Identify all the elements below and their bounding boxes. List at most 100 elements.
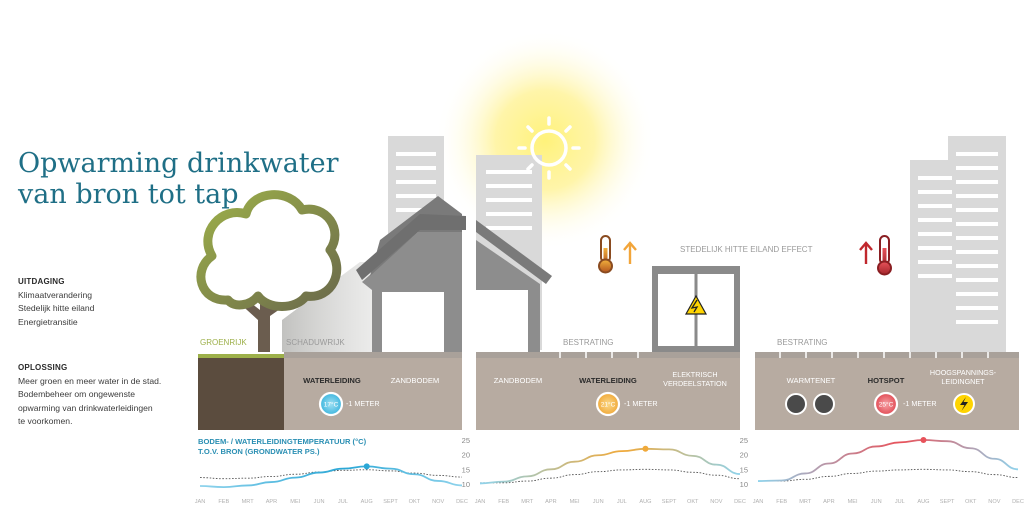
house-middle: [476, 220, 552, 352]
x-tick-label: FEB: [218, 499, 229, 505]
x-tick-label: JUL: [895, 499, 905, 505]
panel1-temp: 17°C: [324, 401, 339, 409]
challenge-item: Stedelijk hitte eiland: [18, 303, 95, 313]
x-tick-label: MRT: [521, 499, 534, 505]
series-line-main: [199, 465, 463, 489]
page-title: Opwarming drinkwater van bron tot tap: [18, 148, 339, 210]
series-line-reference: [480, 468, 741, 484]
y-tick-label: 10: [740, 480, 748, 489]
legend-line-1: BODEM- / WATERLEIDINGTEMPERATUUR (°C): [198, 437, 367, 446]
thermometer-icon-hot: [877, 235, 892, 276]
x-tick-label: MEI: [290, 499, 300, 505]
x-tick-label: AUG: [917, 499, 929, 505]
title-line-2: van bron tot tap: [18, 179, 239, 210]
temperature-chart-1: JAN FEB MRT APR MEI JUN JUL AUG SEPT OKT NOV DEC: [195, 463, 468, 505]
x-tick-label: FEB: [498, 499, 509, 505]
x-tick-label: OKT: [965, 499, 977, 505]
solution-block: OPLOSSING Meer groen en meer water in de…: [18, 361, 198, 429]
peak-marker: [363, 463, 370, 470]
x-tick-label: SEPT: [940, 499, 955, 505]
x-tick-label: JUN: [593, 499, 604, 505]
solution-line: opwarming van drinkwaterleidingen: [18, 402, 153, 413]
y-tick-label: 15: [740, 465, 748, 474]
lightning-bolt-icon: [953, 393, 975, 415]
arrow-up-icon-warm: [623, 241, 637, 264]
house-left: [356, 196, 466, 352]
challenge-block: UITDAGING Klimaatverandering Stedelijk h…: [18, 275, 94, 329]
x-tick-label: MEI: [570, 499, 580, 505]
x-tick-label: JUL: [617, 499, 627, 505]
panel3-label-warmtenet: WARMTENET: [787, 376, 836, 385]
x-tick-label: NOV: [988, 499, 1000, 505]
peak-marker: [642, 445, 649, 452]
panel3-label-hotspot: HOTSPOT: [868, 376, 905, 385]
ground-surface: [198, 352, 1019, 358]
x-tick-label: NOV: [710, 499, 722, 505]
pipe-temp-bulb-3: [873, 391, 899, 417]
tree-icon: [196, 190, 342, 352]
x-tick-label: NOV: [432, 499, 444, 505]
building-windows: [396, 152, 998, 324]
panel2-depth: -1 METER: [624, 399, 658, 408]
panel3-label-hoogspannings: HOOGSPANNINGS-: [930, 368, 997, 377]
x-tick-label: APR: [545, 499, 557, 505]
thermometer-icon-warm: [598, 235, 613, 274]
x-tick-label: SEPT: [383, 499, 398, 505]
panel1-depth: -1 METER: [346, 399, 380, 408]
y-tick-label: 25: [740, 436, 748, 445]
x-tick-label: JUN: [871, 499, 882, 505]
title-line-1: Opwarming drinkwater: [18, 148, 339, 179]
x-tick-label: MRT: [242, 499, 255, 505]
warmtenet-pipe-2: [813, 393, 835, 415]
label-schaduwrijk: SCHADUWRIJK: [286, 338, 345, 347]
x-tick-label: APR: [823, 499, 835, 505]
panel1-label-waterleiding: WATERLEIDING: [303, 376, 361, 385]
panel3-depth: -1 METER: [903, 399, 937, 408]
y-tick-label: 20: [462, 451, 470, 460]
x-tick-label: DEC: [456, 499, 468, 505]
label-groenrijk: GROENRIJK: [200, 338, 247, 347]
x-tick-label: SEPT: [662, 499, 677, 505]
peak-marker: [920, 437, 927, 443]
label-bestrating-2: BESTRATING: [777, 338, 828, 347]
panel2-label-waterleiding: WATERLEIDING: [579, 376, 637, 385]
arrow-up-icon-hot: [859, 241, 873, 264]
x-tick-label: AUG: [639, 499, 651, 505]
label-bestrating-1: BESTRATING: [563, 338, 614, 347]
x-tick-label: APR: [266, 499, 278, 505]
x-tick-label: JUN: [314, 499, 325, 505]
house-shadow: [282, 262, 380, 352]
x-tick-label: JAN: [195, 499, 206, 505]
panel3-label-leidingnet: LEIDINGNET: [941, 377, 985, 386]
warmtenet-pipe-1: [785, 393, 807, 415]
x-tick-label: DEC: [1012, 499, 1024, 505]
label-uhi: STEDELIJK HITTE EILAND EFFECT: [680, 245, 813, 254]
series-line-reference: [758, 468, 1019, 482]
panel2-label-zandbodem: ZANDBODEM: [494, 376, 543, 385]
y-tick-label: 15: [462, 465, 470, 474]
panel3-temp: 25°C: [879, 401, 894, 409]
x-tick-label: OKT: [409, 499, 421, 505]
panel1-label-zandbodem: ZANDBODEM: [391, 376, 440, 385]
x-tick-label: OKT: [687, 499, 699, 505]
panel2-temp: 21°C: [601, 401, 616, 409]
pipe-temp-bulb-2: [595, 391, 621, 417]
x-tick-label: JUL: [338, 499, 348, 505]
x-tick-label: AUG: [361, 499, 373, 505]
y-tick-label: 10: [462, 480, 470, 489]
challenge-item: Energietransitie: [18, 316, 78, 327]
label-verdeelstation: VERDEELSTATION: [663, 379, 727, 388]
series-line-main: [757, 439, 1019, 482]
pavement-joints: [559, 352, 989, 358]
soil-panel-1: [284, 358, 462, 430]
sun-icon: [517, 116, 581, 180]
y-tick-label: 25: [462, 436, 470, 445]
series-line-main: [479, 447, 741, 485]
legend-line-2: T.O.V. BRON (GRONDWATER PS.): [198, 447, 320, 456]
label-elektrisch: ELEKTRISCH: [672, 370, 717, 379]
solution-line: Meer groen en meer water in de stad.: [18, 375, 162, 386]
dark-soil: [198, 358, 284, 430]
y-tick-label: 20: [740, 451, 748, 460]
